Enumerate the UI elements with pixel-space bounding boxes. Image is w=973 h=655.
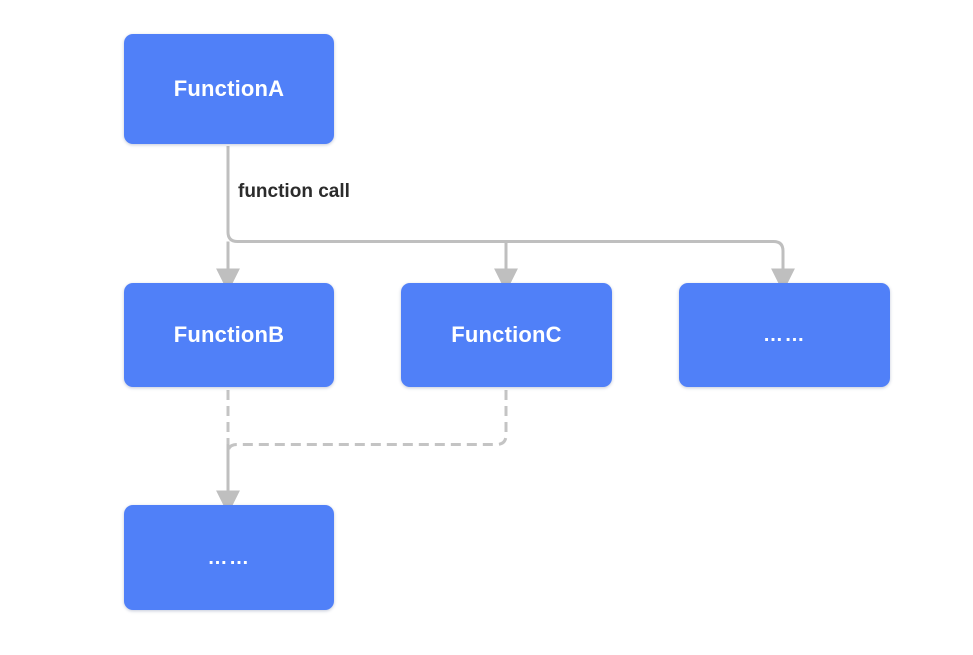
node-function-c[interactable]: FunctionC [401,283,612,387]
node-ellipsis-child[interactable]: …… [124,505,334,610]
node-ellipsis-sibling-label: …… [763,324,806,346]
node-function-b-label: FunctionB [173,322,285,347]
node-function-a-label: FunctionA [173,76,285,101]
connector-bus [226,230,785,253]
node-function-a[interactable]: FunctionA [124,34,334,144]
edge-label-function-call: function call [238,181,350,202]
node-function-b[interactable]: FunctionB [124,283,334,387]
node-ellipsis-sibling[interactable]: …… [679,283,890,387]
connector-c-to-more-dashed [226,390,508,454]
node-ellipsis-child-label: …… [207,546,251,569]
node-function-c-label: FunctionC [451,322,562,347]
